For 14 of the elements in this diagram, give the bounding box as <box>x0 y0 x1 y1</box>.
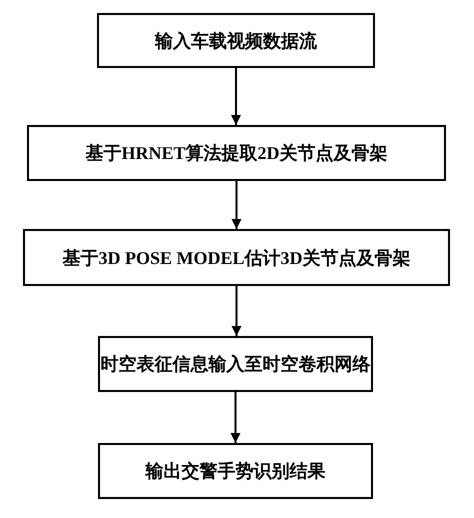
process-box <box>98 443 373 499</box>
process-box <box>98 336 373 392</box>
process-box <box>23 229 450 286</box>
process-box <box>27 125 446 181</box>
step-text: 输出交警手势识别结果 <box>146 460 326 483</box>
step-text: 基于3D POSE MODEL估计3D关节点及骨架 <box>62 246 410 270</box>
step-text: 基于HRNET算法提取2D关节点及骨架 <box>85 142 388 165</box>
arrow <box>232 181 242 229</box>
step-text: 输入车载视频数据流 <box>155 30 317 52</box>
step-text: 时空表征信息输入至时空卷积网络 <box>100 353 370 376</box>
arrow <box>231 68 241 125</box>
process-box <box>97 13 375 68</box>
arrow <box>232 286 242 336</box>
arrow <box>230 392 240 443</box>
